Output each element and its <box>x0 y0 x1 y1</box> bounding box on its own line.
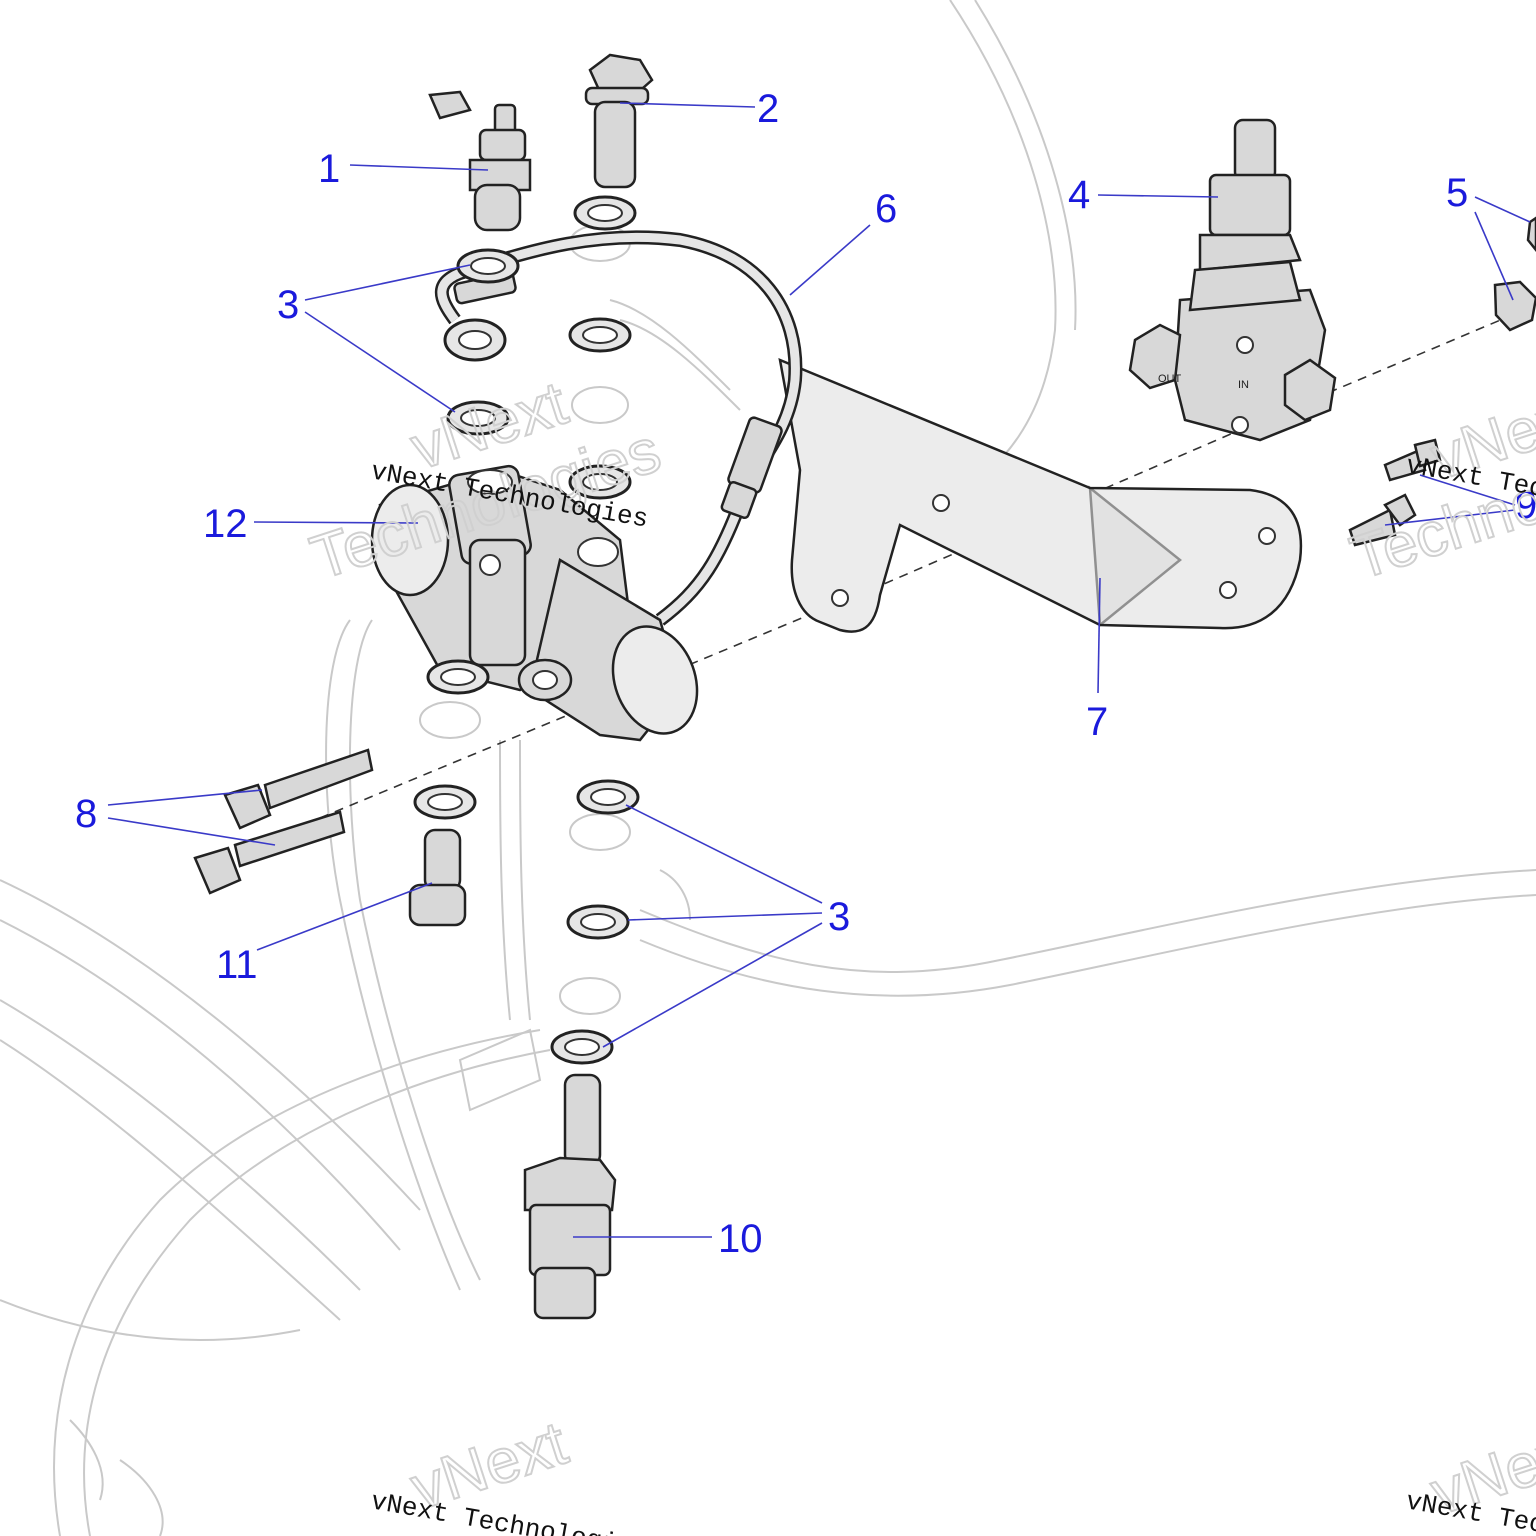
callout-4: 4 <box>1068 173 1090 217</box>
washer <box>568 464 632 500</box>
washer <box>446 400 510 436</box>
washer <box>426 659 490 695</box>
callout-1: 1 <box>318 147 340 191</box>
washer <box>568 317 632 353</box>
part-12-valve-block <box>370 464 699 742</box>
washer <box>573 195 637 231</box>
washer <box>576 779 640 815</box>
part-3-washers <box>413 195 640 1065</box>
leader-lines <box>107 102 1531 1238</box>
part-7-bracket <box>778 357 1303 633</box>
callout-9: 9 <box>1515 483 1536 527</box>
part-5-nuts <box>1493 216 1536 332</box>
callout-3-upper: 3 <box>277 283 299 327</box>
part-4-pressure-valve: OUT IN <box>1128 118 1337 442</box>
part-11-banjo-bolt <box>408 828 467 927</box>
part-10-switch <box>523 1073 617 1320</box>
part-8-bolts <box>193 748 374 895</box>
part-1-bleeder-valve <box>428 90 532 232</box>
callout-numbers: 1 2 3 4 5 6 7 8 9 10 11 12 3 <box>75 87 1536 1261</box>
callout-5: 5 <box>1446 171 1468 215</box>
callout-7: 7 <box>1086 700 1108 744</box>
valve-out-label: OUT <box>1158 373 1182 385</box>
washer <box>566 904 630 940</box>
washer <box>550 1029 614 1065</box>
callout-11: 11 <box>216 943 258 987</box>
callout-10: 10 <box>718 1217 763 1261</box>
callout-6: 6 <box>875 187 897 231</box>
callout-12: 12 <box>203 502 248 546</box>
washer <box>456 248 520 284</box>
washer <box>413 784 477 820</box>
valve-in-label: IN <box>1238 379 1249 391</box>
callout-3-lower: 3 <box>828 895 850 939</box>
callout-8: 8 <box>75 792 97 836</box>
part-9-screws <box>1348 438 1442 547</box>
callout-2: 2 <box>757 87 779 131</box>
part-2-banjo-bolt <box>584 53 654 189</box>
